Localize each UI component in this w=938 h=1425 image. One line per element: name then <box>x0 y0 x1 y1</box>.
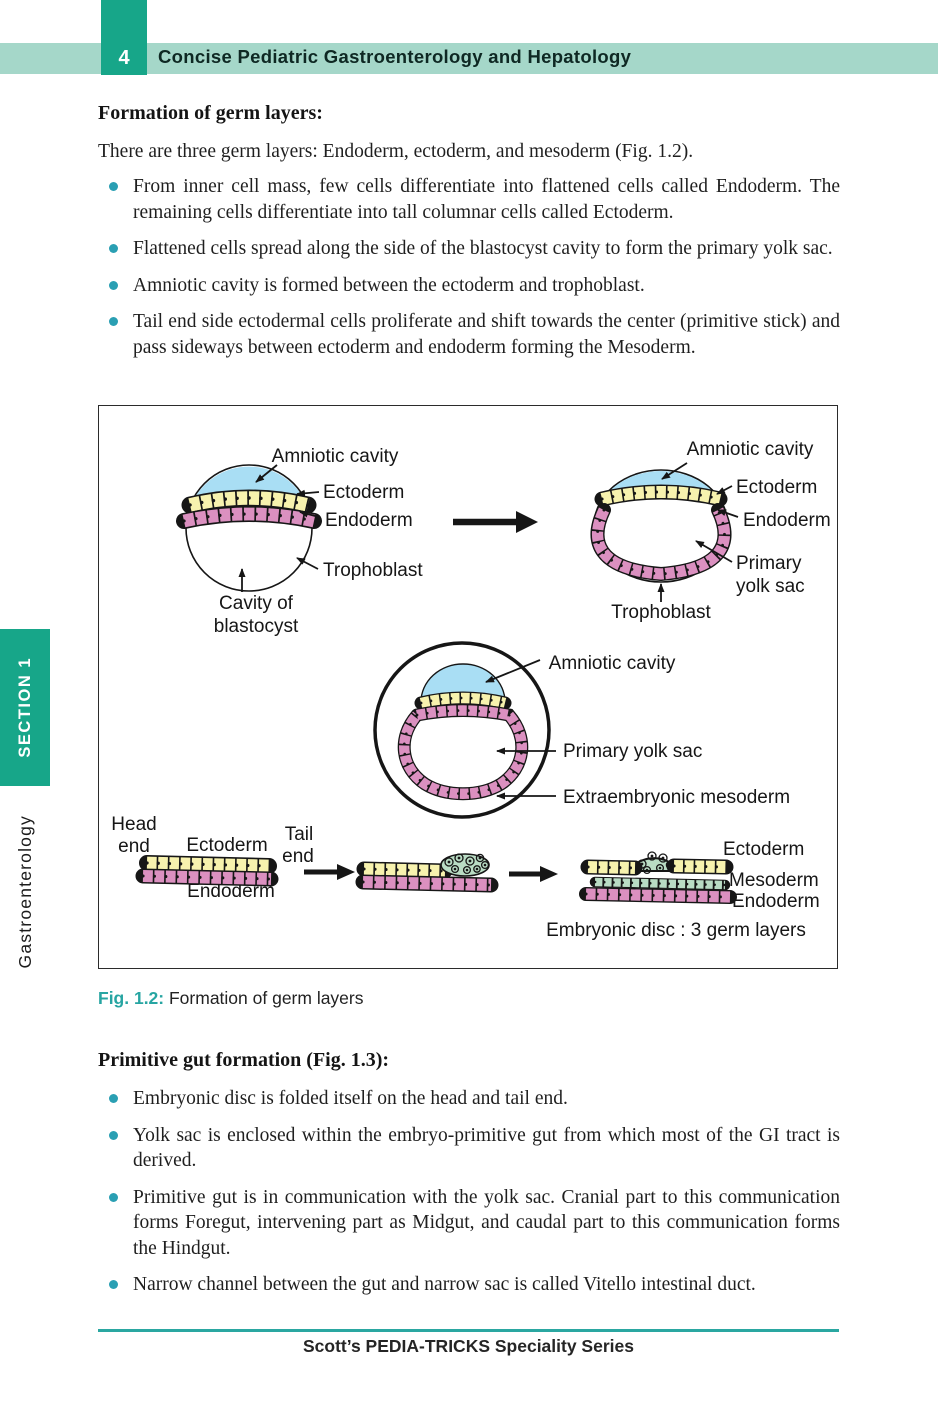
diagram-extraembryonic-mesoderm: Amniotic cavity Primary yolk sac Extraem… <box>373 641 790 819</box>
label-mesoderm: Mesoderm <box>729 870 819 891</box>
label-amniotic-cavity: Amniotic cavity <box>272 446 399 467</box>
arrow-right-icon <box>453 511 538 533</box>
label-ectoderm: Ectoderm <box>736 477 817 498</box>
figure-caption-text: Formation of germ layers <box>164 988 364 1008</box>
heading-primitive-gut: Primitive gut formation (Fig. 1.3): <box>98 1049 390 1071</box>
section-name-vertical: Gastroenterology <box>0 792 50 992</box>
label-head: Head <box>111 814 156 835</box>
label-ectoderm: Ectoderm <box>723 839 804 860</box>
bullet-list-primitive-gut: Embryonic disc is folded itself on the h… <box>98 1086 840 1309</box>
label-primary: Primary <box>736 553 802 574</box>
label-blastocyst: blastocyst <box>214 616 299 637</box>
running-title: Concise Pediatric Gastroenterology and H… <box>158 46 632 67</box>
section-name: Gastroenterology <box>14 815 35 969</box>
bullet-list-germ-layers: From inner cell mass, few cells differen… <box>98 174 840 371</box>
diagram-blastocyst: Amniotic cavity Ectoderm Endoderm Tropho… <box>184 446 423 637</box>
intro-paragraph: There are three germ layers: Endoderm, e… <box>98 141 694 162</box>
label-embryonic-disc-caption: Embryonic disc : 3 germ layers <box>546 920 806 941</box>
label-trophoblast: Trophoblast <box>323 560 423 581</box>
diagram-primary-yolk-sac: Amniotic cavity Ectoderm Endoderm Primar… <box>594 439 831 623</box>
list-item: Narrow channel between the gut and narro… <box>98 1272 840 1298</box>
figure-caption-label: Fig. 1.2: <box>98 988 165 1008</box>
label-endoderm: Endoderm <box>732 891 820 912</box>
list-item: Embryonic disc is folded itself on the h… <box>98 1086 840 1112</box>
label-endoderm: Endoderm <box>325 510 413 531</box>
label-amniotic-cavity: Amniotic cavity <box>687 439 814 460</box>
figure-1-2-box: Amniotic cavity Ectoderm Endoderm Tropho… <box>98 405 838 969</box>
heading-formation-germ-layers: Formation of germ layers: <box>98 102 323 124</box>
figure-caption: Fig. 1.2: Formation of germ layers <box>98 988 364 1009</box>
footer-series-title: Scott’s PEDIA-TRICKS Speciality Series <box>303 1336 634 1356</box>
label-trophoblast: Trophoblast <box>611 602 711 623</box>
label-ectoderm-top: Ectoderm <box>186 835 267 856</box>
list-item: Tail end side ectodermal cells prolifera… <box>98 309 840 360</box>
list-item: Flattened cells spread along the side of… <box>98 236 840 262</box>
label-yolk-sac: yolk sac <box>736 576 805 597</box>
footer-rule <box>98 1329 839 1332</box>
diagram-embryonic-disc: Head end Ectoderm Tail end Endoderm <box>111 814 819 941</box>
page-number: 4 <box>118 47 130 69</box>
header-band <box>0 43 938 74</box>
label-endoderm: Endoderm <box>743 510 831 531</box>
label-head-end: end <box>118 836 150 857</box>
section-tab: SECTION 1 <box>0 629 50 786</box>
list-item: Primitive gut is in communication with t… <box>98 1185 840 1262</box>
label-tail-end: end <box>282 846 314 867</box>
list-item: Amniotic cavity is formed between the ec… <box>98 273 840 299</box>
label-cavity-of: Cavity of <box>219 593 294 614</box>
list-item: From inner cell mass, few cells differen… <box>98 174 840 225</box>
page-number-tab: 4 <box>101 0 147 75</box>
label-amniotic-cavity: Amniotic cavity <box>549 653 676 674</box>
germ-layers-figure: Amniotic cavity Ectoderm Endoderm Tropho… <box>111 439 831 941</box>
label-tail: Tail <box>285 824 314 845</box>
label-endoderm-bottom: Endoderm <box>187 881 275 902</box>
list-item: Yolk sac is enclosed within the embryo-p… <box>98 1123 840 1174</box>
label-primary-yolk-sac: Primary yolk sac <box>563 741 702 762</box>
label-ectoderm: Ectoderm <box>323 482 404 503</box>
label-extraembryonic-mesoderm: Extraembryonic mesoderm <box>563 787 790 808</box>
section-label: SECTION 1 <box>15 657 34 758</box>
